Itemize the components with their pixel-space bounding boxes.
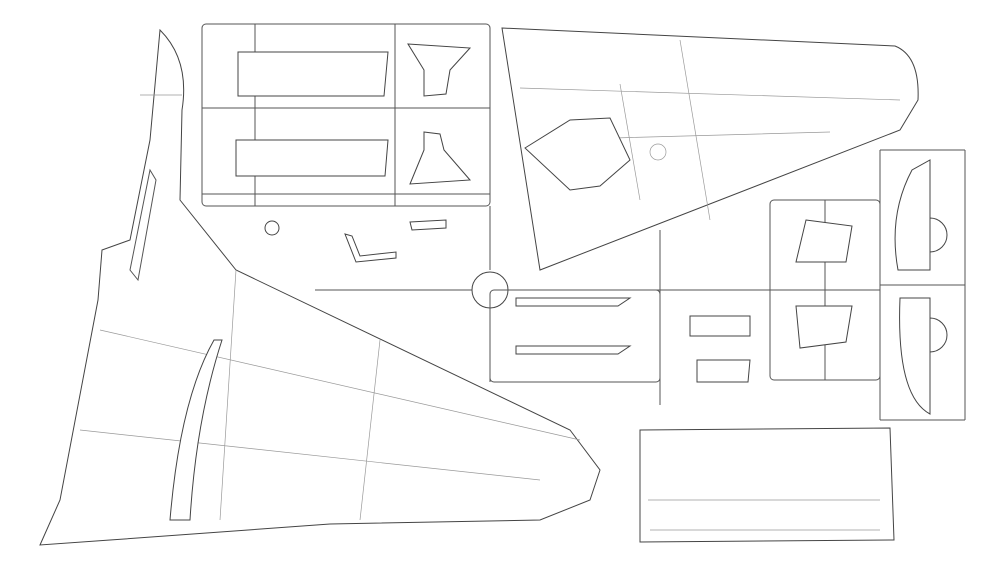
- part-rod: [344, 233, 397, 263]
- part-panel-1: [237, 51, 389, 97]
- part-window-1: [795, 219, 853, 263]
- sprue-parts: [235, 43, 948, 415]
- part-strip-1: [515, 297, 632, 307]
- part-rib: [689, 315, 751, 337]
- part-dome-2: [929, 317, 948, 353]
- part-round: [264, 220, 280, 236]
- part-linkage: [409, 219, 447, 231]
- wing-left: [39, 28, 601, 546]
- wing-right: [501, 27, 919, 271]
- tail-part: [639, 427, 895, 543]
- part-block: [696, 359, 751, 383]
- part-bracket-1: [407, 43, 472, 97]
- part-bracket-2: [409, 131, 472, 185]
- part-canopy-2: [899, 297, 931, 415]
- part-strip-2: [515, 345, 632, 355]
- part-canopy-1: [894, 159, 931, 271]
- part-panel-2: [235, 139, 389, 177]
- part-window-2: [795, 305, 853, 349]
- part-dome-1: [929, 217, 948, 253]
